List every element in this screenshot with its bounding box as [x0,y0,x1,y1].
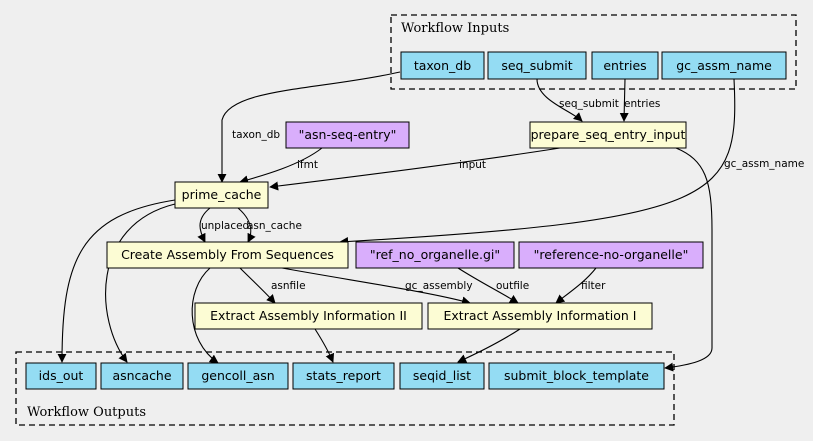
node-seq-submit[interactable]: seq_submit [487,51,587,80]
node-extract-assembly-information-ii[interactable]: Extract Assembly Information II [194,302,423,330]
node-prime-cache[interactable]: prime_cache [174,181,269,209]
node-label: "asn-seq-entry" [299,127,397,142]
node-gc-assm-name[interactable]: gc_assm_name [661,51,787,80]
node-label: entries [603,58,646,73]
edge-label-taxon-db: taxon_db [232,129,280,141]
edge-label-outfile: outfile [496,280,529,292]
node-taxon-db[interactable]: taxon_db [400,51,485,80]
edge-extract-ii-to-stats-report [314,328,335,363]
node-label: Extract Assembly Information I [444,308,637,323]
edge-reference-no-organelle-to-extract-i: filter [555,267,606,304]
node-extract-assembly-information-i[interactable]: Extract Assembly Information I [427,302,653,330]
node-reference-no-organelle[interactable]: "reference-no-organelle" [518,241,704,269]
edge-create-assembly-to-gencoll-asn [191,267,219,364]
cluster-workflow-inputs: Workflow Inputs [390,14,797,90]
edge-label-ifmt: ifmt [297,159,318,171]
edge-prepare-to-submit-block-template [664,147,713,372]
node-gencoll-asn[interactable]: gencoll_asn [187,362,289,390]
edge-taxon-db-to-prime-cache: taxon_db [217,71,401,183]
edge-label-asn-cache: asn_cache [247,220,302,232]
edge-create-assembly-to-extract-ii: asnfile [239,267,306,304]
node-ids-out[interactable]: ids_out [25,362,97,390]
node-create-assembly-from-sequences[interactable]: Create Assembly From Sequences [106,241,349,269]
node-label: prepare_seq_entry_input [531,127,686,142]
node-label: asncache [112,368,171,383]
node-seqid-list[interactable]: seqid_list [399,362,485,390]
node-label: "ref_no_organelle.gi" [370,247,500,262]
edge-prime-cache-to-ids-out [57,199,176,363]
cluster-workflow-outputs: Workflow Outputs [15,351,675,426]
edge-prime-cache-to-asncache [105,203,176,363]
edge-prime-cache-unplaced: unplaced [197,207,249,243]
node-label: stats_report [306,368,381,383]
edge-entries-to-prepare: entries [619,78,660,122]
node-label: Extract Assembly Information II [210,308,407,323]
edge-label-unplaced: unplaced [201,220,249,232]
edge-asn-seq-entry-to-prime-cache: ifmt [239,147,323,185]
node-prepare-seq-entry-input[interactable]: prepare_seq_entry_input [529,121,687,149]
edge-extract-i-to-seqid-list [457,328,521,363]
cluster-outputs-label: Workflow Outputs [27,405,146,420]
node-stats-report[interactable]: stats_report [292,362,395,390]
node-label: prime_cache [182,187,262,202]
node-label: ids_out [39,368,84,383]
edge-label-filter: filter [581,280,606,292]
edges: taxon_db seq_submit entries gc_assm_name… [57,71,804,372]
edge-label-seq-submit: seq_submit [559,98,619,110]
edge-label-asnfile: asnfile [271,280,306,292]
edge-ref-no-organelle-gi-to-extract-i: outfile [457,267,529,304]
node-label: taxon_db [414,58,471,73]
cluster-inputs-label: Workflow Inputs [401,21,509,36]
edge-prepare-to-prime-cache: input [269,147,561,191]
node-label: seq_submit [501,58,572,73]
node-entries[interactable]: entries [591,51,659,80]
node-label: submit_block_template [504,368,649,383]
node-asn-seq-entry[interactable]: "asn-seq-entry" [285,121,410,149]
edge-label-gc-assm-name: gc_assm_name [724,158,804,170]
node-ref-no-organelle-gi[interactable]: "ref_no_organelle.gi" [355,241,515,269]
edge-gc-assm-name-to-create-assembly: gc_assm_name [339,78,804,247]
node-label: seqid_list [413,368,471,383]
edge-label-input: input [459,159,486,171]
node-label: gencoll_asn [201,368,274,383]
node-asncache[interactable]: asncache [100,362,184,390]
edge-label-entries: entries [624,98,660,110]
node-label: "reference-no-organelle" [534,247,689,262]
nodes: taxon_db seq_submit entries gc_assm_name… [25,51,787,390]
edge-seq-submit-to-prepare: seq_submit [536,78,619,122]
edge-prime-cache-asn-cache: asn_cache [237,207,302,243]
edge-label-gc-assembly: gc_assembly [405,280,473,292]
node-label: gc_assm_name [676,58,772,73]
node-label: Create Assembly From Sequences [121,247,334,262]
edge-create-assembly-to-extract-i: gc_assembly [281,267,473,306]
node-submit-block-template[interactable]: submit_block_template [488,362,665,390]
